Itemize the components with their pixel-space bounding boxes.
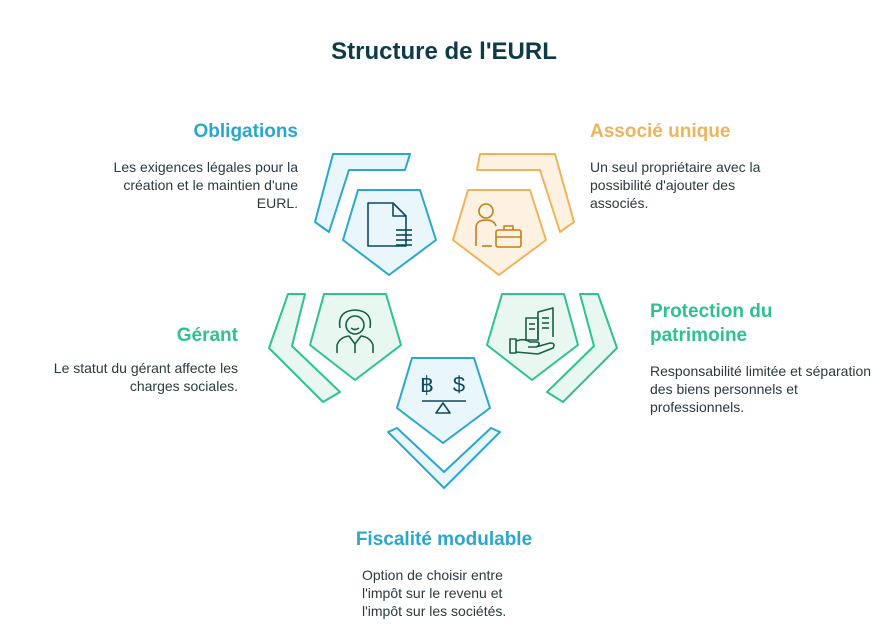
- manager-icon: [336, 309, 374, 353]
- protection-description: Responsabilité limitée et séparation des…: [650, 363, 872, 415]
- gerant-heading: Gérant: [176, 325, 238, 346]
- pentagon-gerant: [309, 293, 402, 381]
- segment-protection: [486, 293, 618, 403]
- scale-currency-icon: ฿ $: [420, 372, 466, 414]
- svg-text:$: $: [453, 372, 465, 397]
- outer-chevron-protection: [546, 293, 618, 403]
- document-icon: [367, 202, 412, 247]
- obligations-heading: Obligations: [193, 121, 299, 142]
- segment-obligations: [314, 153, 437, 276]
- svg-text:฿: ฿: [420, 372, 434, 397]
- segment-gerant: [268, 293, 402, 403]
- outer-chevron-obligations: [314, 153, 411, 233]
- hand-building-icon: [509, 307, 555, 355]
- obligations-description: Les exigences légales pour la création e…: [113, 159, 298, 211]
- associe-heading: Associé unique: [590, 121, 731, 142]
- person-briefcase-icon: [475, 203, 522, 248]
- pentagon-protection: [486, 293, 579, 381]
- fiscalite-description: Option de choisir entre l'impôt sur le r…: [362, 567, 507, 619]
- outer-chevron-associe: [476, 153, 575, 233]
- fiscalite-heading: Fiscalité modulable: [355, 529, 533, 550]
- pentagon-associe: [452, 189, 547, 276]
- gerant-description: Le statut du gérant affecte les charges …: [53, 360, 238, 394]
- segment-fiscalite: [387, 357, 501, 489]
- pentagon-obligations: [342, 189, 437, 276]
- outer-chevron-gerant: [268, 293, 341, 403]
- page-title: Structure de l'EURL: [331, 38, 557, 65]
- outer-chevron-fiscalite: [387, 427, 501, 489]
- segment-associe: [452, 153, 575, 276]
- protection-heading: Protection du patrimoine: [650, 301, 773, 346]
- associe-description: Un seul propriétaire avec la possibilité…: [590, 159, 761, 211]
